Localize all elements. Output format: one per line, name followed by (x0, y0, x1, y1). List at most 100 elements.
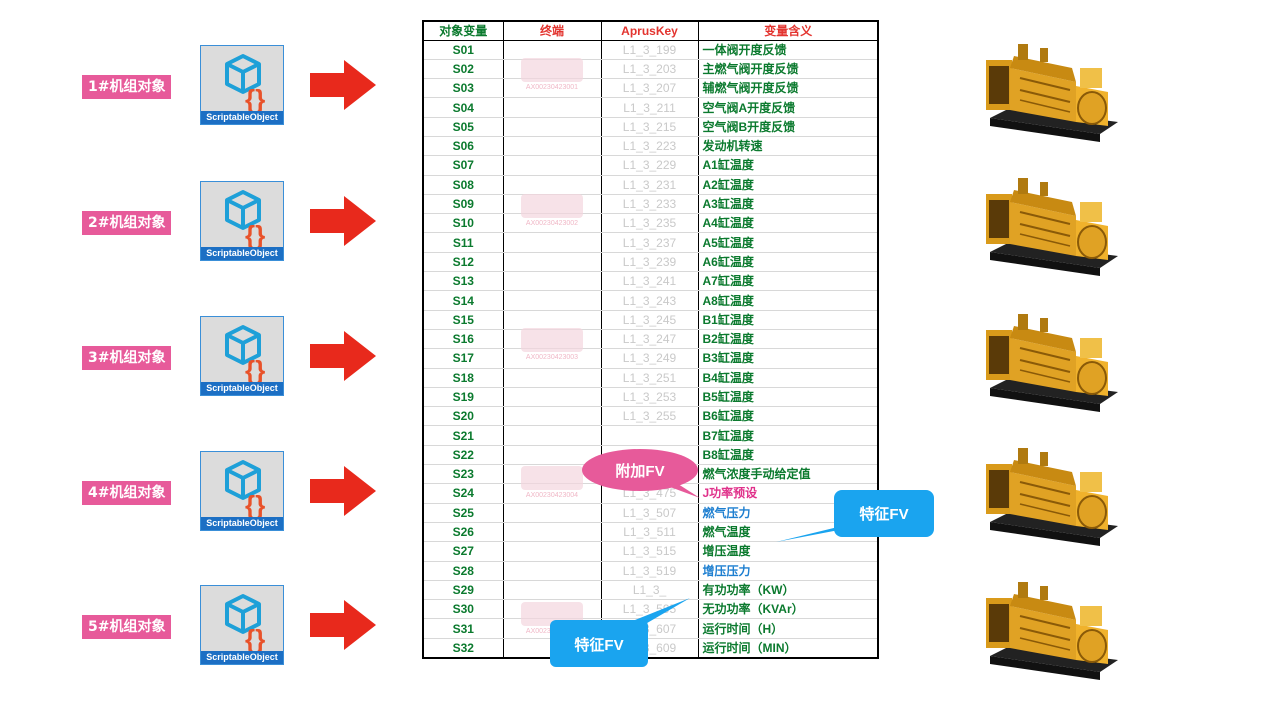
cell-object-var: S12 (423, 252, 504, 273)
cell-terminal (503, 155, 602, 176)
scriptable-object-caption: ScriptableObject (201, 247, 283, 260)
cell-terminal (503, 541, 602, 562)
cell-terminal (503, 580, 602, 601)
callout-feature-fv-right: 特征FV (760, 488, 940, 544)
unit-label-2: 2#机组对象 (82, 211, 172, 235)
device-body (521, 194, 583, 218)
cell-apruskey: L1_3_233 (601, 194, 699, 215)
cell-apruskey: L1_3_247 (601, 329, 699, 350)
cell-apruskey: L1_3_235 (601, 213, 699, 234)
generator-image (986, 314, 1118, 412)
callout-extra-fv-shape (582, 449, 700, 498)
cell-object-var: S01 (423, 40, 504, 60)
cell-apruskey: L1_3_249 (601, 348, 699, 369)
cell-object-var: S24 (423, 483, 504, 504)
right-arrow-icon (310, 466, 376, 516)
cell-apruskey: L1_3_231 (601, 175, 699, 195)
cell-terminal (503, 117, 602, 137)
cell-terminal (503, 290, 602, 311)
generator-image (986, 448, 1118, 546)
svg-text:{}: {} (245, 84, 265, 112)
unit-label-3: 3#机组对象 (82, 346, 172, 370)
cell-meaning: 增压温度 (698, 541, 878, 562)
cell-terminal (503, 387, 602, 408)
cell-object-var: S22 (423, 445, 504, 466)
terminal-device-image: AX00230423001 (517, 54, 587, 94)
cell-apruskey: L1_3_243 (601, 290, 699, 311)
cell-meaning: B2缸温度 (698, 329, 878, 350)
callout-feature-fv-right-shape (776, 490, 934, 542)
cell-apruskey: L1_3_241 (601, 271, 699, 292)
right-arrow-icon (310, 331, 376, 381)
cell-meaning: 无功功率（KVAr） (698, 599, 878, 620)
cell-object-var: S31 (423, 618, 504, 639)
cell-terminal (503, 348, 602, 369)
callout-feature-fv-left: 特征FV (550, 596, 700, 672)
cell-meaning: J功率预设 (698, 483, 878, 504)
cell-object-var: S28 (423, 561, 504, 581)
scriptable-object-icon: {}ScriptableObject (200, 45, 284, 125)
unit-label-5: 5#机组对象 (82, 615, 172, 639)
scriptable-object-caption: ScriptableObject (201, 382, 283, 395)
svg-text:{}: {} (245, 624, 265, 652)
cell-meaning: 运行时间（H） (698, 618, 878, 639)
cell-meaning: 运行时间（MIN） (698, 638, 878, 659)
cell-meaning: 燃气浓度手动给定值 (698, 464, 878, 485)
unit-label-1: 1#机组对象 (82, 75, 172, 99)
cell-object-var: S20 (423, 406, 504, 427)
cell-object-var: S26 (423, 522, 504, 543)
right-arrow-icon (310, 600, 376, 650)
cell-object-var: S09 (423, 194, 504, 215)
right-arrow-icon (310, 60, 376, 110)
cell-meaning: B3缸温度 (698, 348, 878, 369)
header-apruskey: AprusKey (601, 21, 699, 41)
cell-object-var: S14 (423, 290, 504, 311)
callout-feature-fv-left-shape (550, 598, 690, 667)
unit-label-4: 4#机组对象 (82, 481, 172, 505)
cell-meaning: A7缸温度 (698, 271, 878, 292)
header-terminal: 终端 (503, 21, 602, 41)
cell-apruskey: L1_3_223 (601, 136, 699, 157)
cell-apruskey: L1_3_239 (601, 252, 699, 273)
cell-meaning: A5缸温度 (698, 232, 878, 253)
cell-apruskey: L1_3_237 (601, 232, 699, 253)
scriptable-object-caption: ScriptableObject (201, 651, 283, 664)
cell-object-var: S21 (423, 425, 504, 446)
cell-meaning: B5缸温度 (698, 387, 878, 408)
cell-meaning: B6缸温度 (698, 406, 878, 427)
cell-terminal (503, 406, 602, 427)
cell-meaning: 燃气压力 (698, 503, 878, 523)
cell-meaning: B1缸温度 (698, 310, 878, 330)
cell-apruskey: L1_3_203 (601, 59, 699, 80)
cell-apruskey: L1_3_ (601, 580, 699, 601)
cell-apruskey (601, 425, 699, 446)
cell-apruskey: L1_3_207 (601, 78, 699, 99)
cell-object-var: S04 (423, 97, 504, 118)
cell-object-var: S30 (423, 599, 504, 620)
cell-meaning: 主燃气阀开度反馈 (698, 59, 878, 80)
cell-apruskey: L1_3_511 (601, 522, 699, 543)
cell-terminal (503, 136, 602, 157)
cell-object-var: S02 (423, 59, 504, 80)
cell-object-var: S18 (423, 368, 504, 388)
cell-meaning: 发动机转速 (698, 136, 878, 157)
cell-terminal (503, 232, 602, 253)
cell-apruskey: L1_3_251 (601, 368, 699, 388)
